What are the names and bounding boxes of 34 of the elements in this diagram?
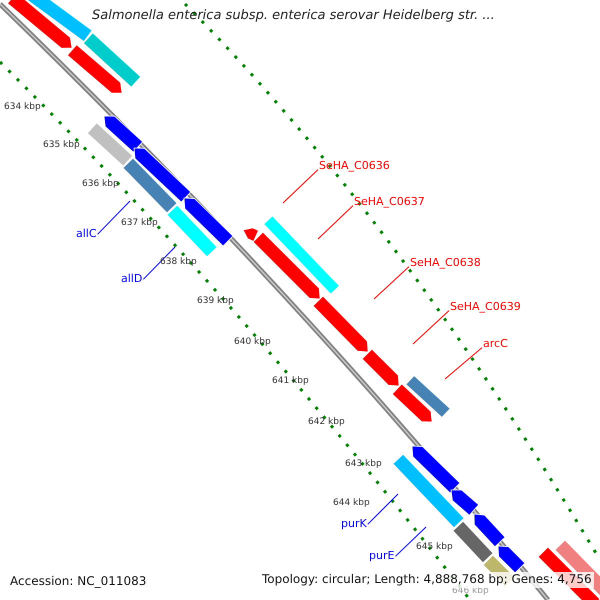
map-title: Salmonella enterica subsp. enterica serovar Heidelberg str. ... xyxy=(92,9,495,24)
scale-label: 645 kbp xyxy=(416,542,453,552)
scale-label: 641 kbp xyxy=(272,376,309,386)
leader-line xyxy=(444,347,482,380)
scale-label: 635 kbp xyxy=(43,140,80,150)
leader-line xyxy=(412,310,450,344)
genome-stats-label: Topology: circular; Length: 4,888,768 bp; Genes: 4,756 xyxy=(260,572,594,588)
leader-line xyxy=(318,205,354,240)
gene-label: SeHA_C0636 xyxy=(319,160,390,173)
scale-label: 640 kbp xyxy=(234,337,271,348)
accession-label: Accession: NC_011083 xyxy=(8,574,148,590)
leader-line xyxy=(367,494,398,525)
leader-line xyxy=(282,169,318,204)
scale-label: 634 kbp xyxy=(4,102,41,112)
gene-label: allC xyxy=(76,228,97,241)
scale-label: 642 kbp xyxy=(308,417,345,428)
gene-label: SeHA_C0638 xyxy=(410,257,481,270)
gene-label: SeHA_C0637 xyxy=(354,196,425,209)
leader-line xyxy=(97,200,130,235)
leader-line xyxy=(394,526,426,557)
gene-label: arcC xyxy=(483,338,508,351)
scale-label: 636 kbp xyxy=(82,179,119,190)
scale-label: 639 kbp xyxy=(197,296,234,306)
scale-label: 643 kbp xyxy=(345,459,382,470)
scale-label: 644 kbp xyxy=(333,498,370,508)
scale-label: 646 kbp xyxy=(452,586,489,596)
leader-line xyxy=(374,266,410,300)
gene-label: SeHA_C0639 xyxy=(450,301,521,314)
gene-label: allD xyxy=(121,273,142,286)
gene-label: purK xyxy=(341,518,367,531)
scale-label: 638 kbp xyxy=(160,257,197,268)
leader-line xyxy=(142,246,176,280)
scale-label: 637 kbp xyxy=(121,218,158,228)
gene-label: purE xyxy=(369,550,394,563)
